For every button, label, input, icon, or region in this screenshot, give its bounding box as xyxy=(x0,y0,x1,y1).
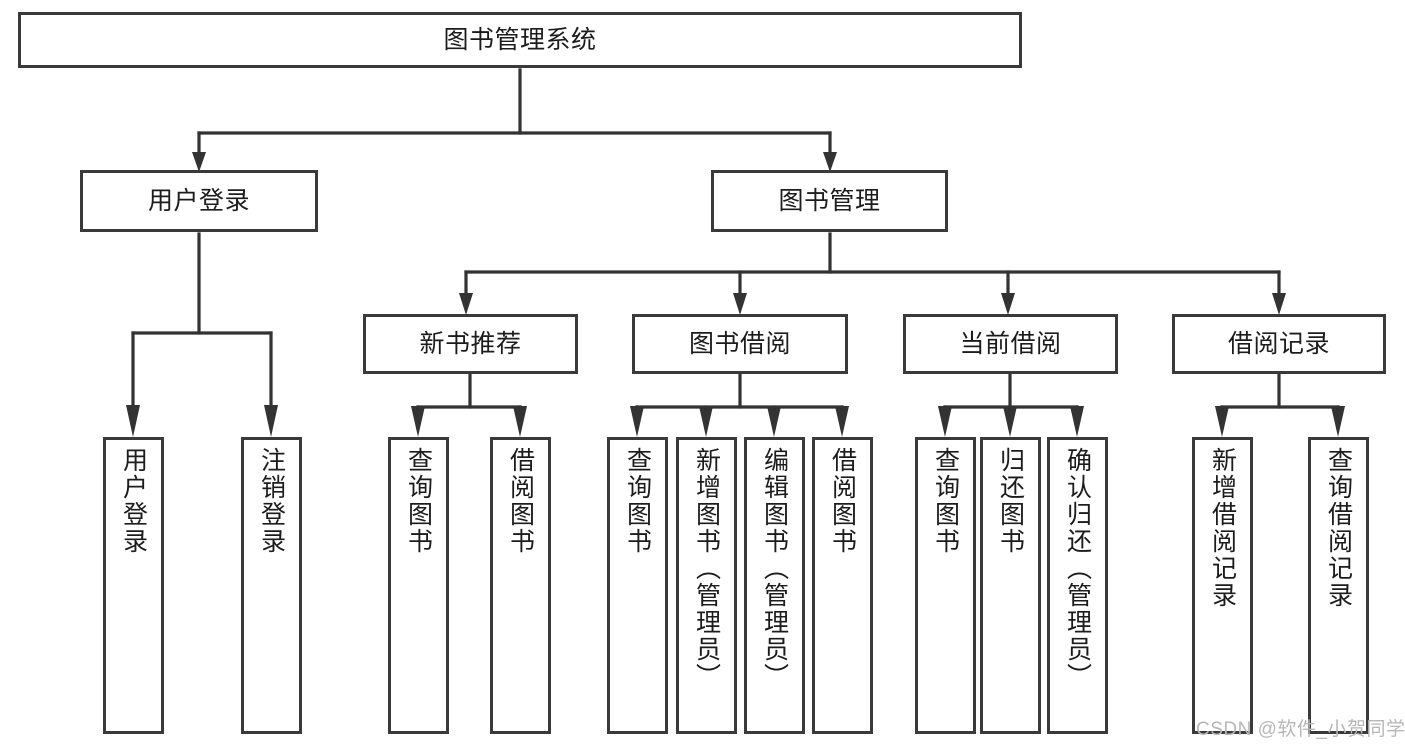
node-leaf-add-borrow-record-label: 新增借阅记录 xyxy=(1208,447,1237,609)
node-leaf-user-login-label: 用户登录 xyxy=(119,447,148,555)
node-leaf-query-book-recommend[interactable]: 查询图书 xyxy=(388,437,449,734)
node-leaf-logout[interactable]: 注销登录 xyxy=(241,437,302,734)
node-leaf-edit-book-admin[interactable]: 编辑图书（管理员） xyxy=(744,437,805,734)
node-leaf-borrow-book[interactable]: 借阅图书 xyxy=(812,437,873,734)
node-book-borrow[interactable]: 图书借阅 xyxy=(632,314,848,374)
node-leaf-user-login[interactable]: 用户登录 xyxy=(103,437,164,734)
node-current-borrow-label: 当前借阅 xyxy=(959,330,1062,358)
node-root-book-management-system[interactable]: 图书管理系统 xyxy=(18,12,1022,68)
node-leaf-edit-book-admin-label: 编辑图书（管理员） xyxy=(760,447,789,690)
node-leaf-borrow-book-label: 借阅图书 xyxy=(828,447,857,555)
node-leaf-return-book[interactable]: 归还图书 xyxy=(980,437,1041,734)
node-borrow-record[interactable]: 借阅记录 xyxy=(1172,314,1386,374)
node-book-borrow-label: 图书借阅 xyxy=(688,330,791,358)
node-leaf-query-book-current[interactable]: 查询图书 xyxy=(915,437,976,734)
node-leaf-borrow-book-recommend[interactable]: 借阅图书 xyxy=(490,437,551,734)
node-current-borrow[interactable]: 当前借阅 xyxy=(903,314,1118,374)
node-book-management[interactable]: 图书管理 xyxy=(711,170,948,232)
node-leaf-add-borrow-record[interactable]: 新增借阅记录 xyxy=(1192,437,1253,734)
node-user-login-label: 用户登录 xyxy=(147,187,250,215)
node-borrow-record-label: 借阅记录 xyxy=(1227,330,1330,358)
node-new-book-recommend[interactable]: 新书推荐 xyxy=(363,314,578,374)
node-user-login[interactable]: 用户登录 xyxy=(80,170,318,232)
node-leaf-return-book-label: 归还图书 xyxy=(996,447,1025,555)
watermark-csdn: CSDN @软件_小贺同学 xyxy=(1196,714,1405,741)
node-leaf-query-book-recommend-label: 查询图书 xyxy=(404,447,433,555)
node-root-label: 图书管理系统 xyxy=(443,26,597,54)
node-leaf-add-book-admin[interactable]: 新增图书（管理员） xyxy=(676,437,737,734)
node-new-book-recommend-label: 新书推荐 xyxy=(419,330,522,358)
node-leaf-confirm-return-admin-label: 确认归还（管理员） xyxy=(1063,447,1092,690)
node-leaf-logout-label: 注销登录 xyxy=(257,447,286,555)
watermark-text: CSDN @软件_小贺同学 xyxy=(1196,719,1405,740)
node-leaf-query-book-borrow-label: 查询图书 xyxy=(623,447,652,555)
node-leaf-confirm-return-admin[interactable]: 确认归还（管理员） xyxy=(1047,437,1108,734)
node-leaf-add-book-admin-label: 新增图书（管理员） xyxy=(692,447,721,690)
node-leaf-borrow-book-recommend-label: 借阅图书 xyxy=(506,447,535,555)
node-book-management-label: 图书管理 xyxy=(778,187,881,215)
node-leaf-query-book-current-label: 查询图书 xyxy=(931,447,960,555)
node-leaf-query-borrow-record-label: 查询借阅记录 xyxy=(1324,447,1353,609)
node-leaf-query-book-borrow[interactable]: 查询图书 xyxy=(607,437,668,734)
node-leaf-query-borrow-record[interactable]: 查询借阅记录 xyxy=(1308,437,1369,734)
